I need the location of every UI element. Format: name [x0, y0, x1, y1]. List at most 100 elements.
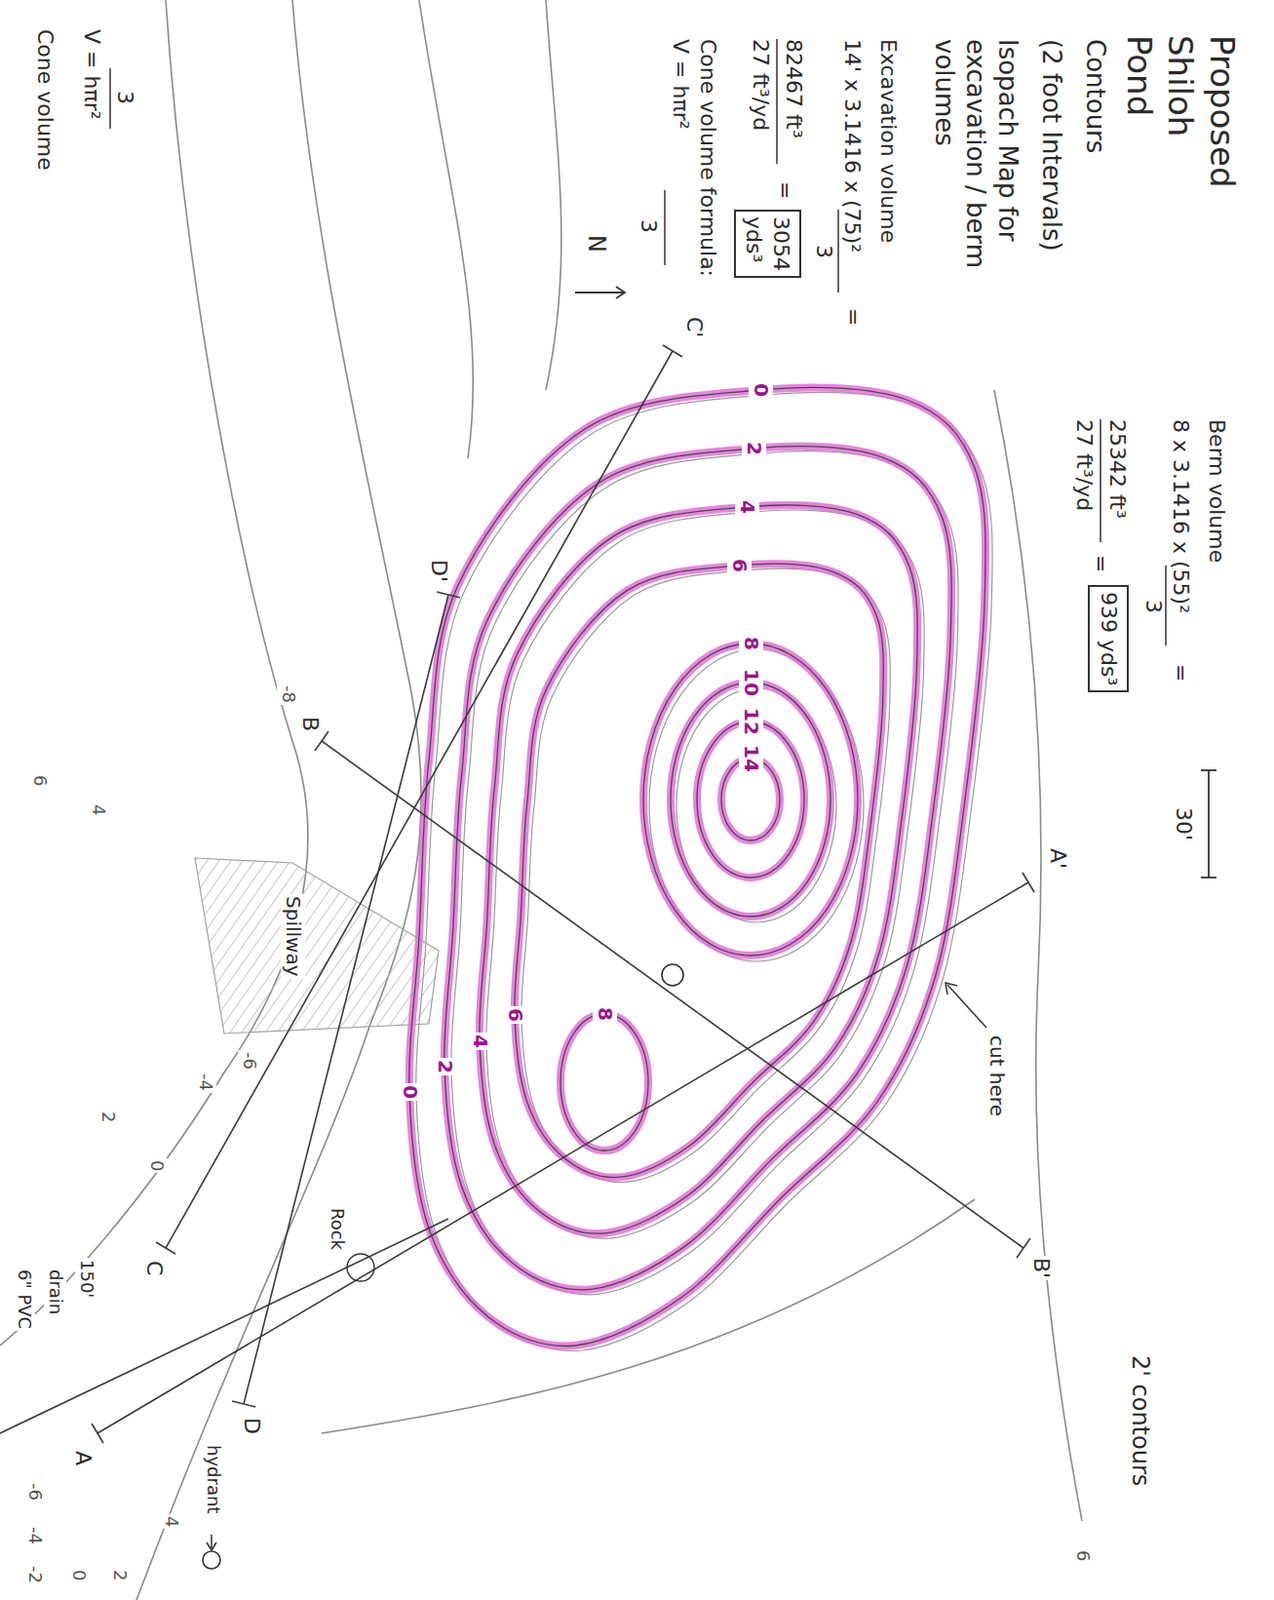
map-label: 27 ft³/yd — [747, 38, 775, 131]
cut-leader — [947, 984, 987, 1028]
map-label: Contours — [1080, 38, 1113, 154]
map-label: D — [238, 1415, 267, 1436]
map-label: 2 — [96, 1109, 119, 1124]
section-line — [243, 594, 449, 1404]
ground-contour — [136, 0, 422, 1600]
center-marker — [661, 964, 684, 986]
box-text: 3054 yds³ — [740, 216, 795, 271]
map-label: 3 — [1140, 599, 1168, 614]
fraction-bar — [775, 38, 778, 164]
scale-tick — [1200, 876, 1217, 879]
map-label: = — [840, 308, 868, 326]
section-tick — [436, 591, 461, 598]
map-label: -6 — [23, 1480, 46, 1503]
hydrant-arrowhead — [206, 1542, 217, 1550]
isopach-line — [444, 446, 952, 1290]
map-label: 14' x 3.1416 x (75)² — [839, 38, 867, 253]
hydrant-symbol — [202, 1550, 221, 1569]
pencil-ring — [521, 568, 890, 1182]
map-label: = — [1087, 554, 1116, 573]
isopach-line — [643, 643, 858, 956]
fraction-bar — [1099, 419, 1102, 542]
map-label: Cone volume — [32, 29, 60, 171]
map-label: 14 — [738, 742, 764, 774]
spillway-area — [194, 857, 439, 1034]
isopach-ring — [514, 563, 884, 1177]
map-label: 10 — [738, 666, 764, 698]
isopach-line — [514, 563, 884, 1177]
map-label: Excavation volume — [875, 38, 903, 243]
pencil-ring — [451, 451, 959, 1295]
map-label: 30' — [1170, 807, 1198, 841]
fraction-bars — [110, 38, 1166, 646]
isopach-line — [560, 1013, 649, 1151]
map-label: 25342 ft³ — [1104, 419, 1132, 519]
map-label: A — [70, 1448, 98, 1468]
section-tick — [1016, 1237, 1031, 1258]
map-label: Isopach Map for excavation / berm volume… — [928, 38, 1025, 317]
map-title: Proposed Shiloh Pond — [1119, 35, 1244, 189]
scale-bar — [1200, 770, 1217, 878]
map-label: 8 x 3.1416 x (55)² — [1167, 419, 1196, 614]
rock-symbol — [347, 1253, 375, 1281]
map-label: drain — [44, 1267, 68, 1316]
fraction-bar — [837, 209, 840, 293]
section-line — [165, 350, 673, 1248]
map-label: -4 — [193, 1071, 217, 1093]
map-label: 2 — [741, 439, 767, 458]
map-label: = — [772, 181, 800, 199]
map-label: 150' — [76, 1257, 99, 1300]
section-line — [97, 882, 1029, 1433]
map-label: = — [1167, 663, 1196, 682]
map-label: 3 — [635, 219, 663, 233]
map-label: 27 ft³/yd — [1071, 419, 1099, 511]
section-tick — [231, 1400, 256, 1407]
section-lines — [91, 345, 1035, 1443]
ground-contour — [419, 0, 473, 459]
map-label: 2 — [108, 1567, 131, 1583]
map-label: 4 — [159, 1513, 183, 1529]
ground-contour — [545, 0, 562, 390]
map-label: 2' contours — [1125, 1354, 1156, 1486]
hydrant-arrow — [210, 1534, 213, 1548]
fraction-bar — [109, 68, 112, 129]
map-label: -4 — [23, 1524, 46, 1546]
box-text: 939 yds³ — [1095, 591, 1123, 686]
map-label: A' — [1044, 846, 1073, 871]
map-label: C' — [681, 314, 709, 340]
map-label: 2 — [432, 1057, 458, 1076]
map-label: 6 — [502, 1005, 528, 1024]
map-label: C — [141, 1258, 169, 1277]
section-tick — [662, 345, 683, 357]
map-label: -8 — [276, 683, 300, 705]
map-label: 0 — [397, 1082, 423, 1101]
map-label: 6 — [28, 772, 51, 788]
map-label: (2 foot Intervals) — [1036, 38, 1069, 252]
section-tick — [1022, 872, 1035, 892]
map-label: D' — [425, 557, 454, 584]
map-label: B — [297, 714, 325, 734]
scale-line — [1207, 770, 1210, 878]
north-arrow — [575, 291, 624, 294]
map-label: Rock — [325, 1205, 348, 1252]
isopach-ring — [696, 721, 805, 878]
result-box: 939 yds³ — [1088, 584, 1130, 693]
result-box: 3054 yds³ — [733, 209, 802, 278]
isopach-line — [670, 682, 831, 917]
section-tick — [155, 1241, 176, 1254]
map-label: 6 — [1071, 1547, 1094, 1563]
map-label: 6 — [727, 556, 752, 575]
map-label: 0 — [748, 381, 773, 399]
map-label: Spillway — [280, 893, 306, 979]
map-label: 6" PVC — [13, 1267, 37, 1331]
map-label: 0 — [67, 1567, 90, 1583]
map-label: -6 — [237, 1049, 261, 1072]
map-label: 4 — [86, 802, 110, 817]
map-label: 8 — [738, 634, 764, 653]
isopach-ring — [560, 1013, 649, 1151]
north-arrowhead — [616, 286, 625, 299]
map-label: 82467 ft³ — [780, 38, 809, 139]
map-label: B' — [1028, 1255, 1056, 1280]
